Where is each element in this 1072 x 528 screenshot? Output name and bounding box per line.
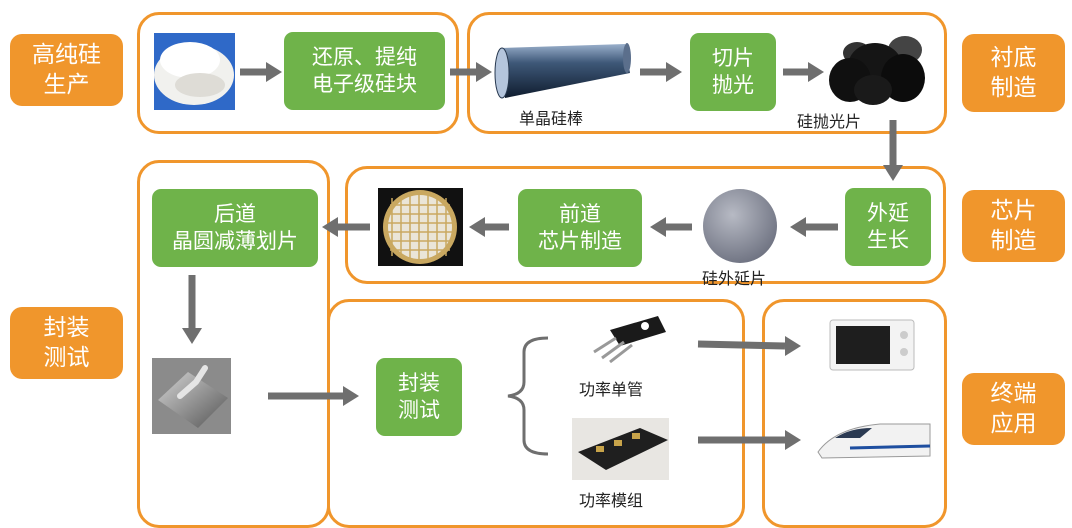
patterned-wafer-image <box>378 188 463 266</box>
caption-epi-wafer: 硅外延片 <box>702 269 767 288</box>
caption-polished-wafer: 硅抛光片 <box>797 112 862 131</box>
stage-chip-line2: 制造 <box>990 228 1037 254</box>
stage-substrate-line2: 制造 <box>990 75 1037 101</box>
step-back-line2: 晶圆减薄划片 <box>172 229 298 253</box>
module-image <box>572 418 669 480</box>
step-back-line1: 后道 <box>214 202 256 226</box>
stage-substrate-line1: 衬底 <box>990 45 1037 71</box>
step-epi-line1: 外延 <box>867 201 909 225</box>
arrow-right-icon <box>268 386 359 406</box>
step-reduce-line2: 电子级硅块 <box>312 72 417 96</box>
step-front-line1: 前道 <box>559 202 601 226</box>
wafer-stack-image <box>829 36 925 105</box>
stage-raw-silicon: 高纯硅 生产 <box>10 34 123 106</box>
stage-raw-line1: 高纯硅 <box>32 42 101 68</box>
step-slice-polish: 切片 抛光 <box>690 33 776 111</box>
arrow-left-icon <box>650 217 692 237</box>
step-pkg-line2: 测试 <box>398 398 440 422</box>
stage-package: 封装 测试 <box>10 307 123 379</box>
arrow-down-icon <box>182 275 202 344</box>
stage-substrate: 衬底 制造 <box>962 34 1065 112</box>
microwave-image <box>829 319 915 371</box>
step-front-end: 前道 芯片制造 <box>518 189 642 267</box>
flow-arrows <box>182 62 903 450</box>
arrow-right-icon <box>697 336 801 356</box>
polysilicon-image <box>154 33 235 110</box>
step-pkg-line1: 封装 <box>398 371 440 395</box>
caption-discrete: 功率单管 <box>579 380 644 399</box>
arrow-right-icon <box>450 62 492 82</box>
bonded-die-image <box>152 358 231 434</box>
arrow-right-icon <box>783 62 824 82</box>
arrow-right-icon <box>640 62 682 82</box>
step-slice-line1: 切片 <box>712 46 754 70</box>
step-reduce-purify: 还原、提纯 电子级硅块 <box>284 32 445 110</box>
step-front-line2: 芯片制造 <box>538 229 622 253</box>
stage-package-line1: 封装 <box>43 315 90 341</box>
stage-chip-line1: 芯片 <box>990 198 1037 224</box>
caption-module: 功率模组 <box>579 491 644 510</box>
stage-terminal-line2: 应用 <box>990 411 1037 437</box>
stage-chip: 芯片 制造 <box>962 190 1065 262</box>
step-back-end: 后道 晶圆减薄划片 <box>152 189 318 267</box>
arrow-right-icon <box>240 62 282 82</box>
train-image <box>817 423 931 459</box>
step-epi-line2: 生长 <box>867 228 909 252</box>
ingot-image <box>494 43 631 99</box>
arrow-left-icon <box>469 217 509 237</box>
arrow-left-icon <box>790 217 838 237</box>
arrow-left-icon <box>322 217 370 237</box>
step-reduce-line1: 还原、提纯 <box>312 45 417 69</box>
arrow-down-icon <box>883 120 903 181</box>
arrow-right-icon <box>698 430 801 450</box>
stage-raw-line2: 生产 <box>43 72 90 98</box>
stage-terminal-line1: 终端 <box>990 381 1037 407</box>
step-slice-line2: 抛光 <box>712 73 754 97</box>
brace-icon <box>507 336 549 456</box>
transistor-image <box>593 316 666 364</box>
stage-package-line2: 测试 <box>43 345 90 371</box>
step-epitaxy: 外延 生长 <box>845 188 931 266</box>
caption-ingot: 单晶硅棒 <box>519 109 584 128</box>
step-package-test: 封装 测试 <box>376 358 462 436</box>
epi-wafer-image <box>703 189 777 263</box>
stage-terminal: 终端 应用 <box>962 373 1065 445</box>
